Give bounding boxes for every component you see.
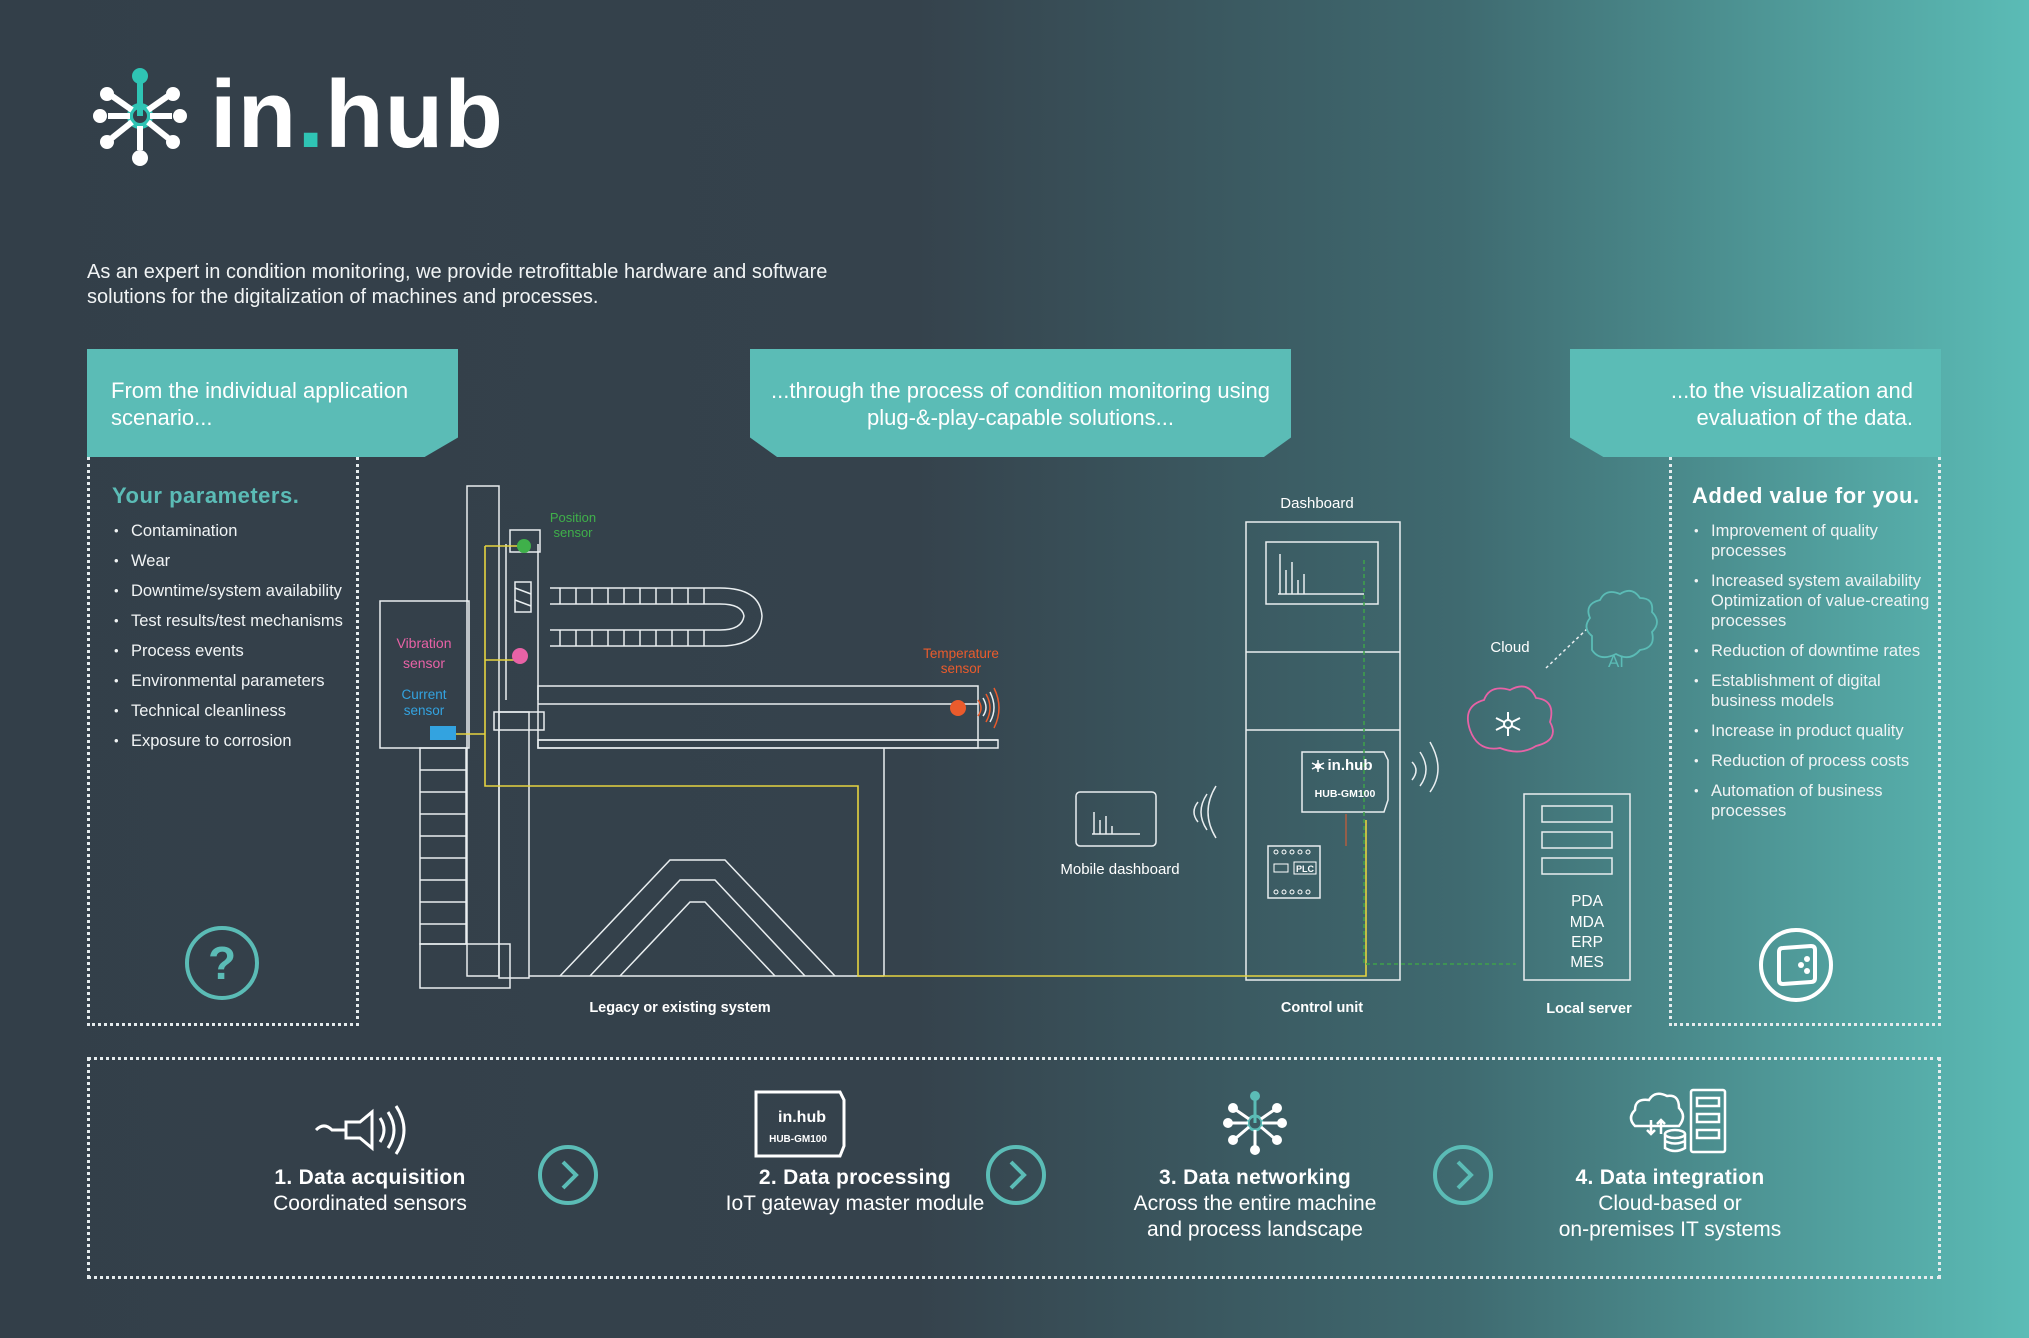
cloud-server-icon	[1629, 1088, 1727, 1154]
list-item: Increase in product quality	[1692, 721, 1932, 741]
svg-text:?: ?	[208, 937, 236, 989]
gateway-module-icon: in.hub HUB-GM100	[754, 1090, 846, 1158]
step-data-processing: 2. Data processing IoT gateway master mo…	[725, 1166, 985, 1215]
hub-module-model: HUB-GM100	[1315, 788, 1376, 800]
added-value-list: Improvement of quality processes Increas…	[1692, 521, 1932, 821]
chevron-right-icon	[986, 1145, 1046, 1205]
list-item: Downtime/system availability	[112, 581, 352, 601]
parameters-panel: Your parameters. Contamination Wear Down…	[87, 457, 359, 1026]
tab-condition-monitoring: ...through the process of condition moni…	[750, 349, 1291, 457]
list-item: Contamination	[112, 521, 352, 541]
brand-name: in.hub	[210, 61, 504, 168]
dashboard-device-icon	[1759, 928, 1833, 1002]
sensor-icon	[314, 1105, 406, 1155]
ai-label: AI	[1608, 652, 1624, 671]
tab-application-scenario: From the individual application scenario…	[87, 349, 458, 457]
list-item: Increased system availability Optimizati…	[1692, 571, 1932, 631]
parameters-title: Your parameters.	[112, 483, 300, 508]
control-cabinet-drawing	[1075, 521, 1631, 981]
position-sensor-dot	[517, 539, 531, 553]
step-data-integration: 4. Data integration Cloud-based or on-pr…	[1558, 1166, 1782, 1241]
list-item: Improvement of quality processes	[1692, 521, 1932, 561]
list-item: Exposure to corrosion	[112, 731, 352, 751]
svg-text:HUB-GM100: HUB-GM100	[769, 1134, 827, 1145]
step-data-networking: 3. Data networking Across the entire mac…	[1133, 1166, 1377, 1241]
chevron-right-icon	[1433, 1145, 1493, 1205]
legacy-machine-drawing	[379, 485, 999, 989]
server-label-erp: ERP	[1571, 934, 1603, 951]
chevron-right-icon	[538, 1145, 598, 1205]
list-item: Wear	[112, 551, 352, 571]
hub-module-logo: in.hub	[1328, 757, 1373, 774]
server-label-pda: PDA	[1571, 893, 1604, 910]
local-server-label: Local server	[1546, 1001, 1632, 1017]
vibration-sensor-dot	[512, 648, 528, 664]
server-label-mda: MDA	[1570, 914, 1605, 931]
parameters-list: Contamination Wear Downtime/system avail…	[112, 521, 352, 751]
svg-text:in.hub: in.hub	[778, 1109, 826, 1126]
list-item: Environmental parameters	[112, 671, 352, 691]
inhub-logo-icon	[93, 68, 187, 166]
plc-label: PLC	[1296, 864, 1315, 874]
legacy-system-label: Legacy or existing system	[589, 1000, 770, 1016]
added-value-title: Added value for you.	[1692, 483, 1920, 508]
process-steps-panel: 1. Data acquisition Coordinated sensors …	[87, 1057, 1941, 1279]
added-value-panel: Added value for you. Improvement of qual…	[1669, 457, 1941, 1026]
list-item: Automation of business processes	[1692, 781, 1932, 821]
control-unit-label: Control unit	[1281, 1000, 1363, 1016]
temperature-sensor-dot	[950, 700, 966, 716]
question-icon: ?	[185, 926, 259, 1000]
list-item: Technical cleanliness	[112, 701, 352, 721]
tab-visualization: ...to the visualization and evaluation o…	[1570, 349, 1941, 457]
list-item: Reduction of process costs	[1692, 751, 1932, 771]
step-data-acquisition: 1. Data acquisition Coordinated sensors	[273, 1166, 467, 1215]
mobile-dashboard-label: Mobile dashboard	[1060, 861, 1179, 878]
list-item: Process events	[112, 641, 352, 661]
list-item: Establishment of digital business models	[1692, 671, 1932, 711]
list-item: Test results/test mechanisms	[112, 611, 352, 631]
cloud-label: Cloud	[1490, 639, 1529, 656]
intro-text: As an expert in condition monitoring, we…	[87, 261, 828, 308]
current-sensor-box	[430, 726, 456, 740]
server-label-mes: MES	[1570, 954, 1604, 971]
hub-logo-mini-icon	[1311, 760, 1325, 772]
network-hub-icon	[1223, 1091, 1287, 1155]
dashboard-label: Dashboard	[1280, 495, 1353, 512]
list-item: Reduction of downtime rates	[1692, 641, 1932, 661]
